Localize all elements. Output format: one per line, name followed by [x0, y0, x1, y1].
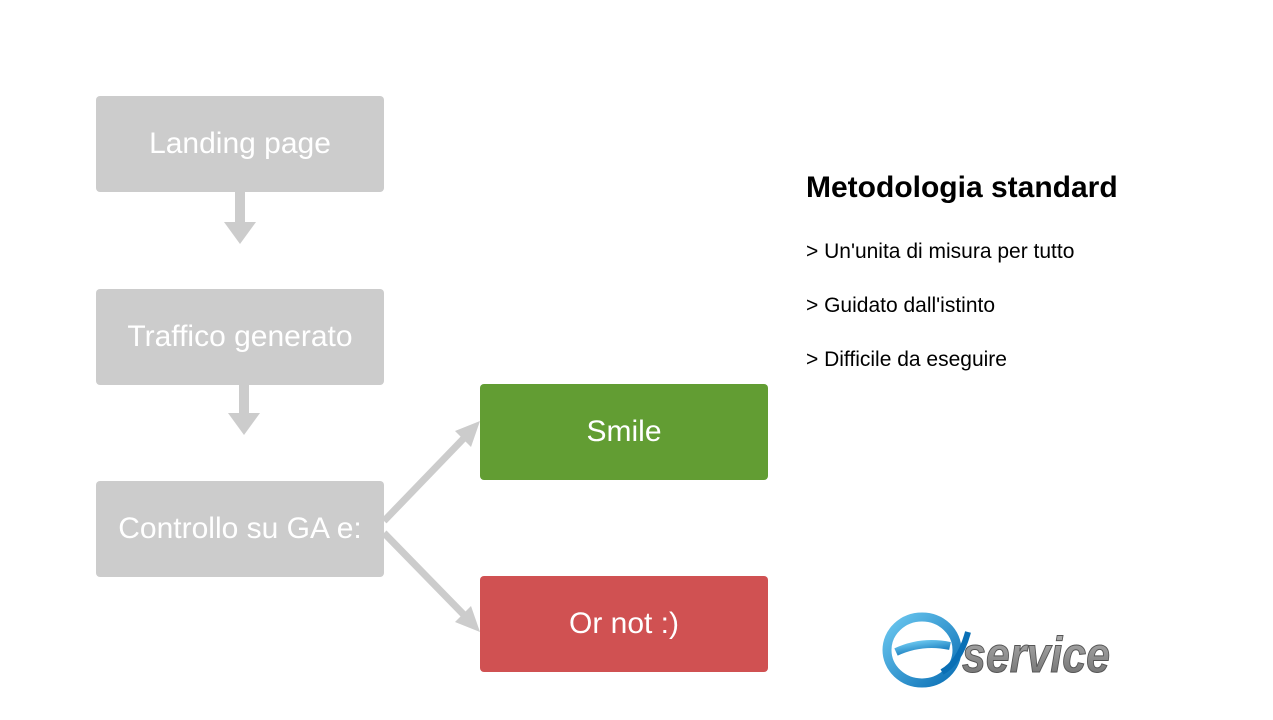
- node-traffico-generato-label: Traffico generato: [127, 320, 353, 353]
- node-smile: Smile: [480, 384, 768, 480]
- arrow-traffic-to-controllo: [228, 385, 260, 435]
- node-landing-page-label: Landing page: [149, 127, 331, 160]
- eservice-logo: service: [882, 612, 1111, 688]
- panel-list: > Un'unita di misura per tutto > Guidato…: [806, 240, 1236, 372]
- arrow-controllo-to-smile: [381, 421, 480, 524]
- panel-title: Metodologia standard: [806, 171, 1118, 204]
- node-smile-label: Smile: [586, 415, 662, 448]
- logo-e-icon: [882, 612, 971, 688]
- node-controllo-ga-label: Controllo su GA e:: [118, 512, 362, 545]
- methodology-panel: Metodologia standard > Un'unita di misur…: [806, 170, 1236, 402]
- node-or-not-label: Or not :): [568, 607, 680, 640]
- arrow-controllo-to-ornot: [381, 530, 480, 632]
- logo-wordmark: service: [962, 627, 1110, 683]
- panel-list-item: > Guidato dall'istinto: [806, 294, 996, 317]
- panel-list-item: > Difficile da eseguire: [806, 348, 1007, 371]
- node-traffico-generato: Traffico generato: [96, 289, 384, 385]
- node-controllo-ga: Controllo su GA e:: [96, 481, 384, 577]
- arrow-landing-to-traffic: [224, 192, 256, 244]
- node-or-not: Or not :): [480, 576, 768, 672]
- panel-list-item: > Un'unita di misura per tutto: [806, 240, 1075, 263]
- node-landing-page: Landing page: [96, 96, 384, 192]
